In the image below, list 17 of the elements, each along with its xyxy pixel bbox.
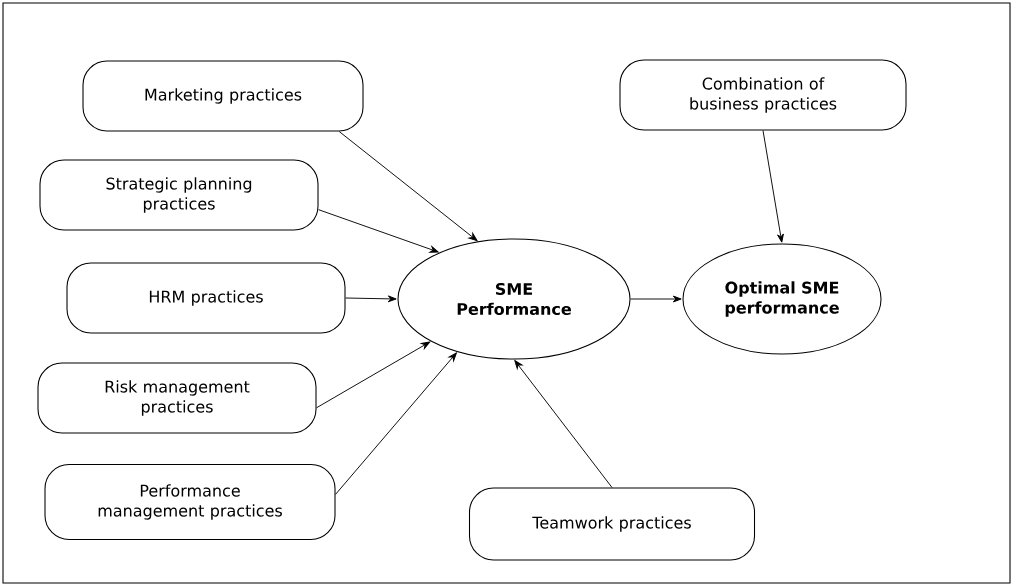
arrow — [630, 295, 682, 303]
rounded-box: Teamwork practices — [468, 487, 756, 561]
rounded-box: Performance management practices — [44, 463, 336, 541]
rounded-box: Marketing practices — [82, 60, 364, 132]
rounded-box: Combination of business practices — [619, 59, 907, 131]
arrow — [762, 130, 784, 243]
arrow — [316, 341, 431, 409]
rounded-box: HRM practices — [66, 262, 346, 334]
arrow — [345, 295, 397, 303]
arrow — [338, 131, 478, 242]
ellipse-node: SME Performance — [397, 238, 631, 360]
rounded-box: Strategic planning practices — [39, 159, 319, 231]
arrow — [514, 360, 613, 488]
rounded-box: Risk management practices — [37, 362, 317, 434]
ellipse-node: Optimal SME performance — [682, 243, 882, 355]
arrow — [318, 209, 439, 253]
arrow — [335, 352, 457, 495]
